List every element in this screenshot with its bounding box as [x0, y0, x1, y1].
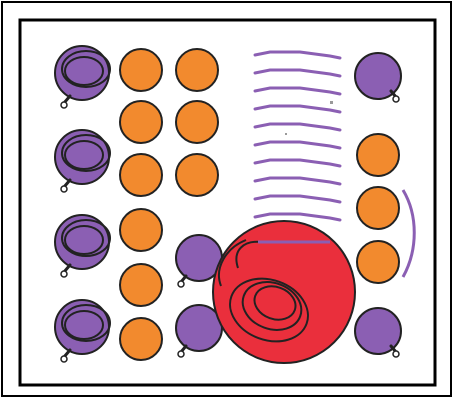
gray-tick [285, 133, 287, 135]
orange-piece[interactable] [120, 264, 162, 306]
big-red-disc[interactable] [213, 221, 355, 363]
orange-piece[interactable] [120, 318, 162, 360]
orange-piece[interactable] [176, 49, 218, 91]
orange-piece[interactable] [357, 187, 399, 229]
orange-piece[interactable] [357, 134, 399, 176]
gray-tick [330, 101, 333, 104]
orange-piece[interactable] [120, 209, 162, 251]
orange-piece[interactable] [120, 49, 162, 91]
orange-piece[interactable] [120, 154, 162, 196]
orange-piece[interactable] [176, 154, 218, 196]
orange-piece[interactable] [120, 101, 162, 143]
orange-piece[interactable] [176, 101, 218, 143]
orange-piece[interactable] [357, 241, 399, 283]
